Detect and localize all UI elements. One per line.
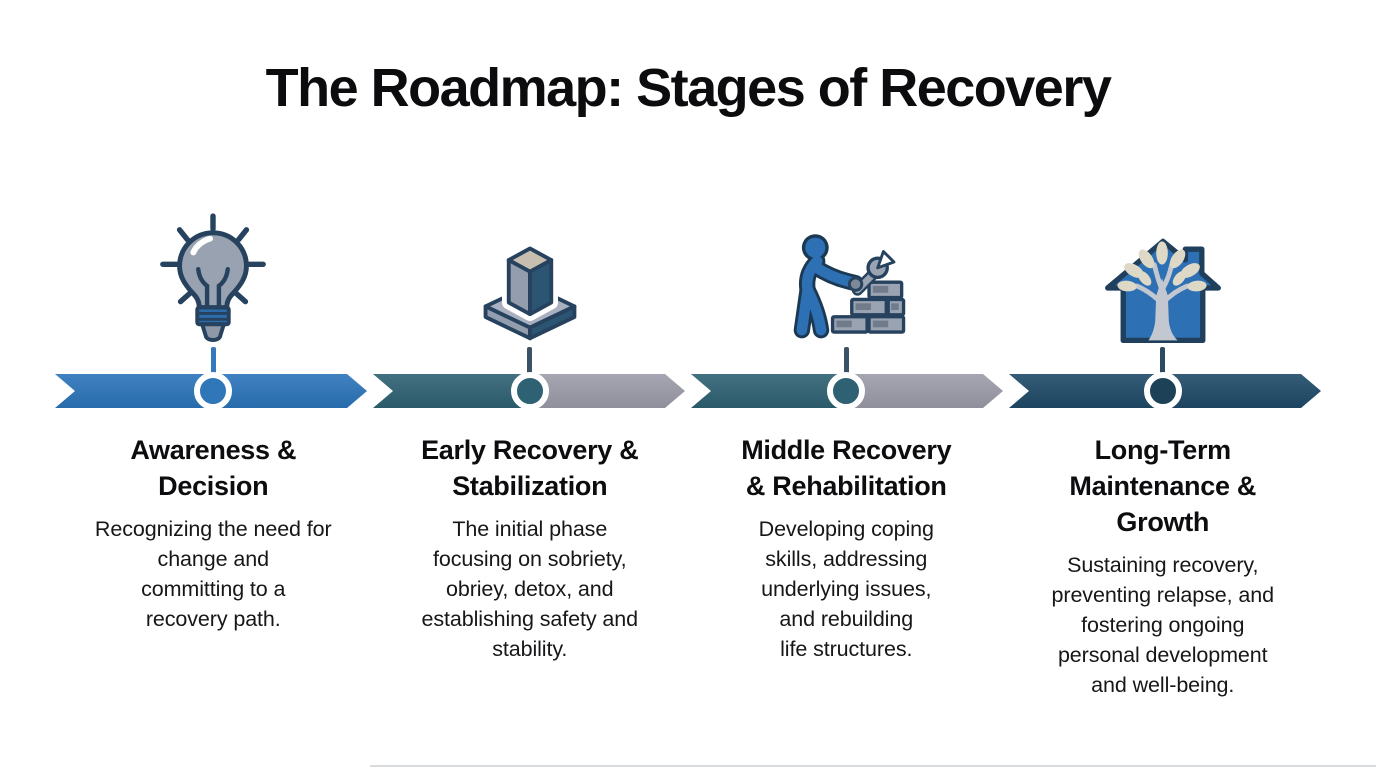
stage-column-icon-4 (1005, 211, 1322, 374)
stage-description: The initial phase focusing on sobriety, … (421, 517, 639, 661)
stage-column-icon-1 (55, 211, 372, 374)
bottom-edge-line (370, 765, 1376, 767)
icons-row (55, 211, 1321, 374)
stage-description: Sustaining recovery, preventing relapse,… (1051, 553, 1275, 697)
connector-line (843, 347, 849, 374)
house-tree-icon-svg (1104, 238, 1221, 344)
stage-description: Recognizing the need for change and comm… (94, 517, 332, 631)
connector-line (527, 347, 533, 374)
page-title: The Roadmap: Stages of Recovery (265, 58, 1112, 118)
stage-column-text-3: Middle Recovery & Rehabilitation Develop… (688, 432, 1005, 700)
stage-column-text-2: Early Recovery & Stabilization The initi… (372, 432, 689, 700)
stage-heading: Long-Term Maintenance & Growth (1069, 435, 1257, 537)
stage-marker-4 (1143, 372, 1182, 410)
house-tree-icon (1098, 211, 1228, 347)
stage-column-icon-3 (688, 211, 1005, 374)
stage-heading: Middle Recovery & Rehabilitation (741, 435, 952, 501)
stage-heading: Awareness & Decision (130, 435, 297, 501)
stage-marker-1 (194, 372, 233, 410)
connector-line (1160, 347, 1166, 374)
timeline-band (55, 372, 1321, 410)
connector-line (210, 347, 216, 374)
timeline-track (55, 374, 1321, 408)
foundation-block-icon (472, 211, 588, 347)
stage-marker-3 (827, 372, 866, 410)
builder-icon (775, 211, 917, 347)
lightbulb-icon-svg (160, 213, 267, 342)
stage-column-text-1: Awareness & Decision Recognizing the nee… (55, 432, 372, 700)
builder-icon-svg (793, 234, 906, 339)
stage-heading: Early Recovery & Stabilization (421, 435, 639, 501)
roadmap: Awareness & Decision Recognizing the nee… (55, 0, 1321, 768)
stage-marker-2 (510, 372, 549, 410)
stage-description: Developing coping skills, addressing und… (758, 517, 934, 661)
stage-column-icon-2 (372, 211, 689, 374)
texts-row: Awareness & Decision Recognizing the nee… (55, 432, 1321, 700)
foundation-block-icon-svg (483, 241, 577, 341)
stage-column-text-4: Long-Term Maintenance & Growth Sustainin… (1005, 432, 1322, 700)
lightbulb-icon (154, 211, 272, 347)
